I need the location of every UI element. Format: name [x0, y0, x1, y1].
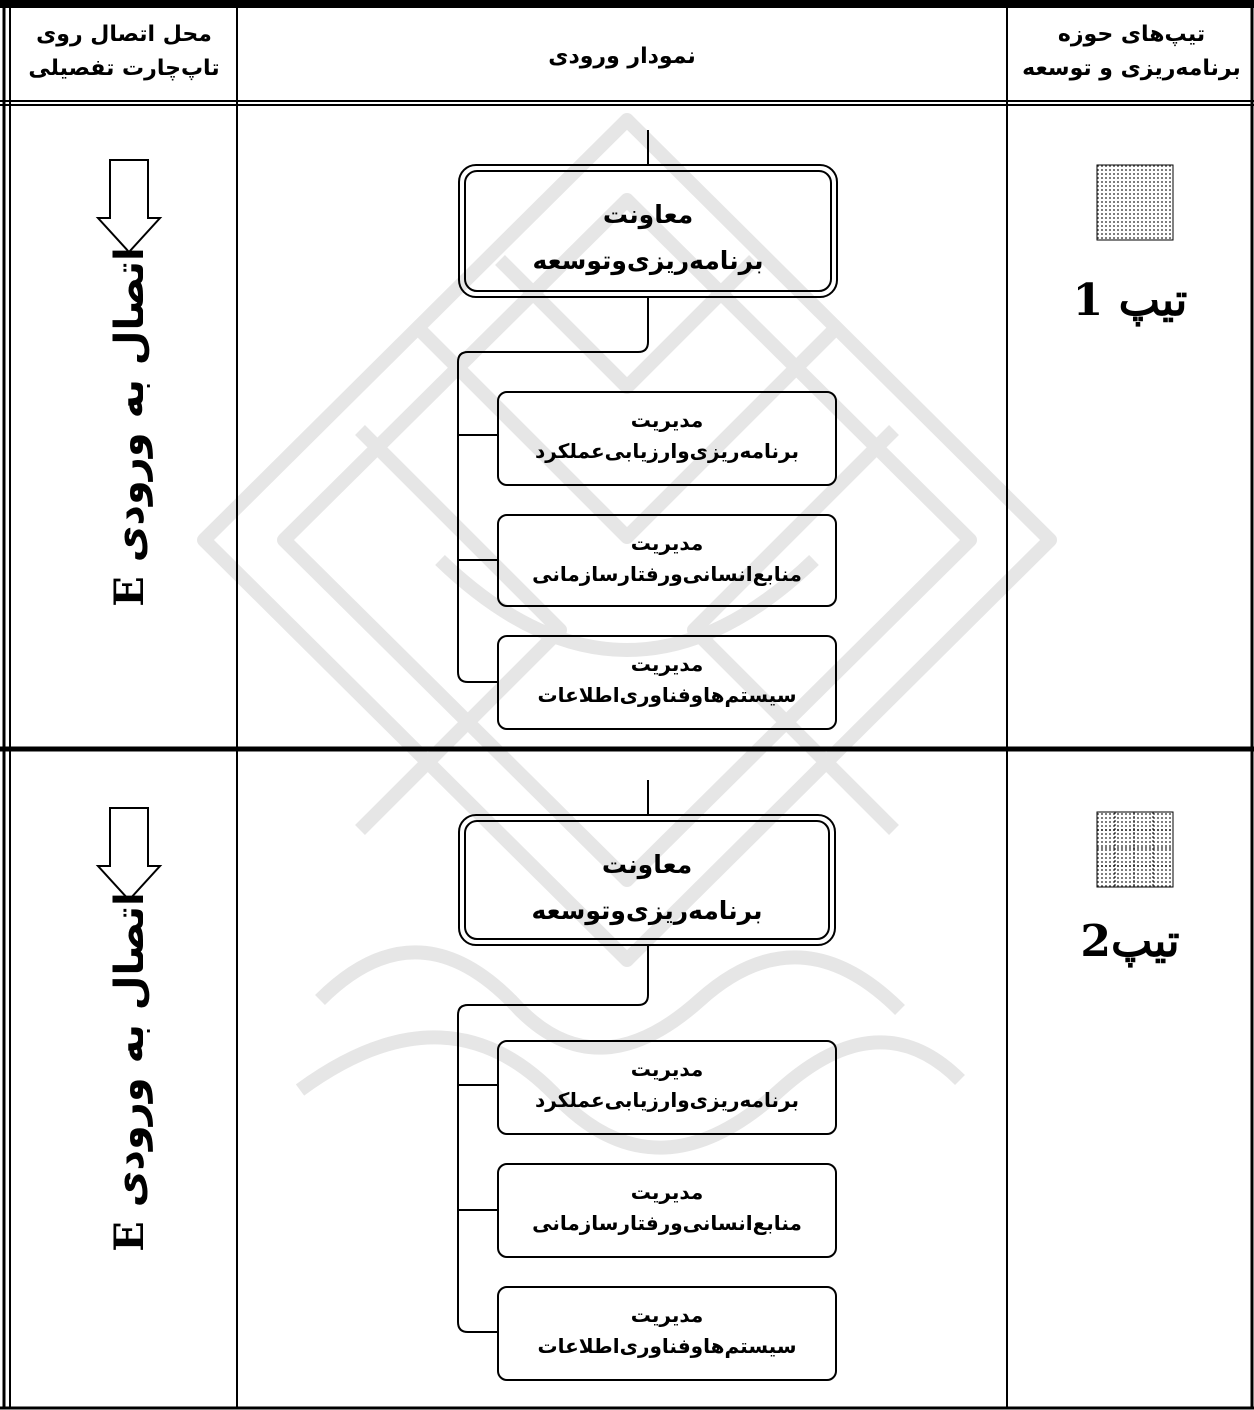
row2-connection-letter: E — [106, 1221, 153, 1252]
row2-parent-box-outer — [458, 814, 836, 946]
header-diagram-column: نمودار ورودی — [239, 40, 1005, 74]
row1-child-1: مدیریت برنامه‌ریزی‌وارزیابی‌عملکرد — [497, 391, 837, 486]
row1-connection-letter: E — [106, 576, 153, 607]
row2-connection-text: اتصال به ورودی E — [103, 862, 157, 1282]
type-1-label: تیپ 1 — [1072, 275, 1188, 326]
row2-child-1-line1: مدیریت — [630, 1057, 704, 1081]
row1-child-3: مدیریت سیستم‌هاوفناوری‌اطلاعات — [497, 635, 837, 730]
row1-parent-line1: معاونت — [602, 200, 694, 229]
row2-connection-label: اتصال به ورودی — [107, 892, 153, 1208]
type-2-label: تیپ2 — [1080, 916, 1180, 967]
row2-child-2: مدیریت منابع‌انسانی‌ورفتارسازمانی — [497, 1163, 837, 1258]
row2-child-1-line2: برنامه‌ریزی‌وارزیابی‌عملکرد — [535, 1088, 799, 1112]
row1-child-2: مدیریت منابع‌انسانی‌ورفتارسازمانی — [497, 514, 837, 607]
row2-parent-box: معاونت برنامه‌ریزی‌وتوسعه — [464, 820, 830, 940]
row1-child-1-line2: برنامه‌ریزی‌وارزیابی‌عملکرد — [535, 439, 799, 463]
header-connection-line2: تاپ‌چارت تفصیلی — [28, 56, 220, 81]
header-diagram-label: نمودار ورودی — [548, 44, 696, 69]
row1-child-2-line1: مدیریت — [630, 531, 704, 555]
row1-parent-box-outer — [458, 164, 838, 298]
row1-child-3-line1: مدیریت — [630, 652, 704, 676]
header-connection-column: محل اتصال روی تاپ‌چارت تفصیلی — [12, 18, 236, 86]
header-type-line2: برنامه‌ریزی و توسعه — [1022, 56, 1241, 81]
row2-parent-line1: معاونت — [601, 850, 693, 879]
row1-child-3-line2: سیستم‌هاوفناوری‌اطلاعات — [537, 683, 797, 707]
header-type-line1: تیپ‌های حوزه — [1057, 22, 1206, 47]
row1-parent-box: معاونت برنامه‌ریزی‌وتوسعه — [464, 170, 832, 292]
header-connection-line1: محل اتصال روی — [36, 22, 212, 47]
row1-connection-text: اتصال به ورودی E — [103, 217, 157, 637]
row2-child-2-line1: مدیریت — [630, 1180, 704, 1204]
row1-connection-label: اتصال به ورودی — [107, 247, 153, 563]
row2-child-2-line2: منابع‌انسانی‌ورفتارسازمانی — [532, 1211, 802, 1235]
top-border-strip — [0, 0, 1254, 8]
header-type-column: تیپ‌های حوزه برنامه‌ریزی و توسعه — [1009, 18, 1254, 86]
row2-child-3: مدیریت سیستم‌هاوفناوری‌اطلاعات — [497, 1286, 837, 1381]
row2-parent-line2: برنامه‌ریزی‌وتوسعه — [531, 896, 763, 925]
row1-child-2-line2: منابع‌انسانی‌ورفتارسازمانی — [532, 562, 802, 586]
row1-parent-line2: برنامه‌ریزی‌وتوسعه — [532, 246, 764, 275]
row2-child-3-line2: سیستم‌هاوفناوری‌اطلاعات — [537, 1334, 797, 1358]
row2-child-1: مدیریت برنامه‌ریزی‌وارزیابی‌عملکرد — [497, 1040, 837, 1135]
row1-child-1-line1: مدیریت — [630, 408, 704, 432]
row2-child-3-line1: مدیریت — [630, 1303, 704, 1327]
